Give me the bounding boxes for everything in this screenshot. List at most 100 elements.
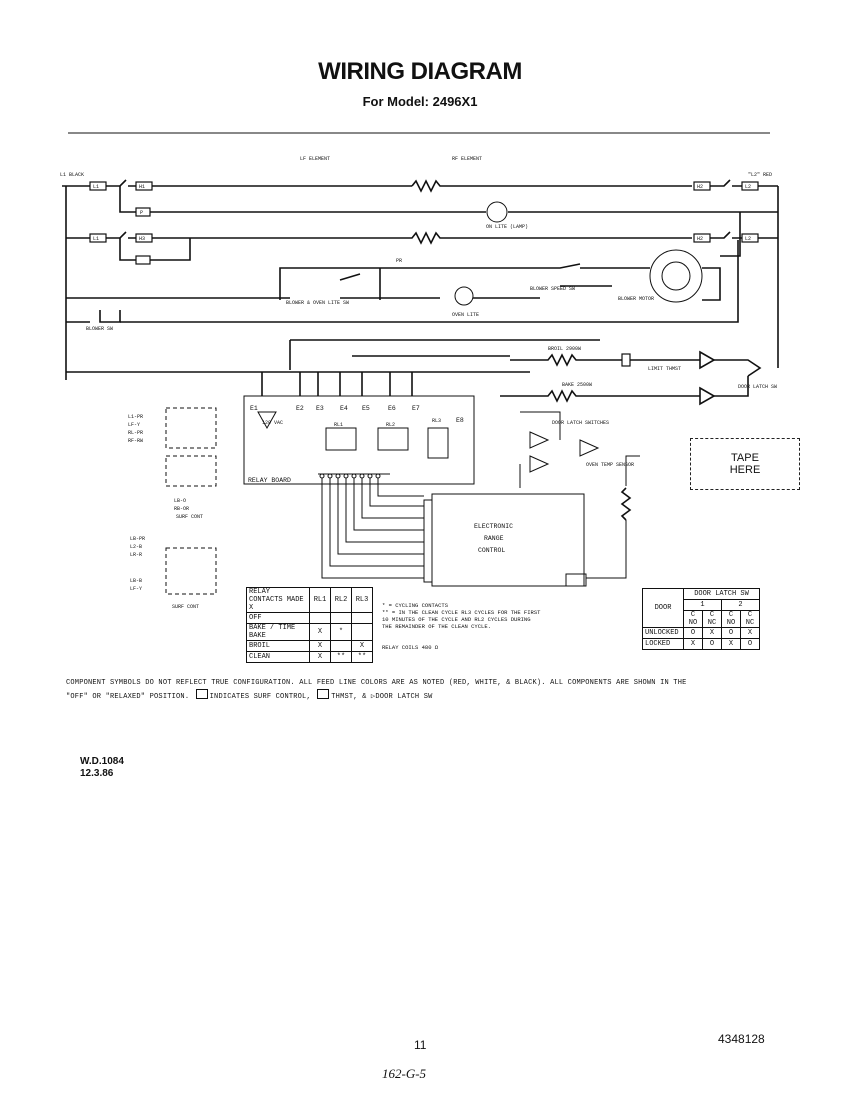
door-latch-label: DOOR LATCH SW: [738, 384, 777, 390]
table-row: UNLOCKED O X O X: [642, 627, 760, 639]
blower-sw-label: BLOWER SW: [86, 326, 113, 332]
table-row: OFF: [246, 612, 373, 624]
door-latch-triangle-1: [699, 350, 716, 370]
terminal-h2b: H2: [697, 236, 703, 242]
relay-table-col-rl1: RL1: [309, 587, 331, 613]
relay-table-col-rl2: RL2: [330, 587, 352, 613]
relay-terminal-e7: E7: [412, 405, 420, 412]
transformer-label: 120 VAC: [262, 420, 283, 426]
page-number: 11: [414, 1038, 427, 1052]
door-label: DOOR: [642, 588, 684, 628]
lf-element-label: LF ELEMENT: [300, 156, 330, 162]
surf-cont-label-1: SURF CONT: [176, 514, 203, 520]
l2-label: "L2" RED: [748, 172, 772, 178]
relay-terminal-e1: E1: [250, 405, 258, 412]
terminal-l1b: L1: [93, 236, 99, 242]
here-label: HERE: [729, 464, 761, 476]
wd-block: W.D.1084 12.3.86: [80, 756, 124, 780]
table-row: LOCKED X O X O: [642, 638, 760, 650]
table-row: BROIL X X: [246, 640, 373, 652]
blower-speed-sw-label: BLOWER SPEED SW: [530, 286, 575, 292]
terminal-h1: H1: [139, 184, 145, 190]
svg-text:LB-B: LB-B: [130, 578, 142, 584]
svg-text:RB-OR: RB-OR: [174, 506, 189, 512]
relay-rl3: RL3: [432, 418, 441, 424]
svg-text:PR: PR: [396, 258, 402, 264]
relay-table-header: RELAY CONTACTS MADE X: [246, 587, 310, 613]
table-row: BAKE / TIME BAKE X *: [246, 623, 373, 641]
svg-text:LB-O: LB-O: [174, 498, 186, 504]
oven-lite-label: OVEN LITE: [452, 312, 479, 318]
relay-rl1: RL1: [334, 422, 343, 428]
svg-text:LF-Y: LF-Y: [128, 422, 140, 428]
relay-terminal-e4: E4: [340, 405, 348, 412]
thermostat-symbol-icon: [317, 689, 330, 699]
notes-line-2a: "OFF" OR "RELAXED" POSITION.: [66, 693, 190, 701]
relay-terminal-e5: E5: [362, 405, 370, 412]
notes-line-2b: INDICATES SURF CONTROL,: [209, 693, 311, 701]
relay-note-coils: RELAY COILS 480 Ω: [382, 644, 439, 651]
blower-oven-lite-sw-label: BLOWER & OVEN LITE SW: [286, 300, 349, 306]
transformer-icon: [257, 411, 277, 430]
relay-note-clean: ** = IN THE CLEAN CYCLE RL3 CYCLES FOR T…: [382, 609, 541, 630]
notes-line-1: COMPONENT SYMBOLS DO NOT REFLECT TRUE CO…: [66, 679, 687, 687]
tape-label: TAPE: [731, 452, 759, 464]
relay-notes: * = CYCLING CONTACTS ** = IN THE CLEAN C…: [382, 602, 542, 651]
svg-text:RL-PR: RL-PR: [128, 430, 143, 436]
model-subtitle: For Model: 2496X1: [362, 94, 478, 109]
relay-table-col-rl3: RL3: [351, 587, 373, 613]
terminal-l1: L1: [93, 184, 99, 190]
terminal-l2: L2: [745, 184, 751, 190]
part-number: 4348128: [718, 1032, 765, 1046]
door-latch-table: DOOR DOOR LATCH SW 1 2 C NO C NC C NO C …: [642, 588, 760, 650]
notes-line-2d: DOOR LATCH SW: [375, 693, 433, 701]
component-notes: COMPONENT SYMBOLS DO NOT REFLECT TRUE CO…: [66, 677, 786, 703]
relay-terminal-e6: E6: [388, 405, 396, 412]
neon-lamp-label: ON LITE (LAMP): [486, 224, 528, 230]
relay-rl2: RL2: [386, 422, 395, 428]
relay-terminal-e2: E2: [296, 405, 304, 412]
blower-motor-icon: [649, 249, 703, 303]
neon-lamp-icon: [486, 201, 508, 223]
relay-board-label: RELAY BOARD: [248, 477, 291, 484]
limit-thermostat-label: LIMIT THMST: [648, 366, 681, 372]
l1-label: L1 BLACK: [60, 172, 84, 178]
door-latch-symbol-icon: ▷: [370, 693, 376, 701]
electronic-range-control-box: [431, 493, 585, 587]
svg-text:LR-R: LR-R: [130, 552, 142, 558]
svg-text:LB-PR: LB-PR: [130, 536, 145, 542]
svg-text:L1-PR: L1-PR: [128, 414, 143, 420]
terminal-h3: H3: [139, 236, 145, 242]
svg-text:RF-RW: RF-RW: [128, 438, 143, 444]
rf-element-label: RF ELEMENT: [452, 156, 482, 162]
relay-note-cycling: * = CYCLING CONTACTS: [382, 602, 449, 609]
surf-control-top: [165, 407, 217, 449]
erc-label-3: CONTROL: [478, 547, 505, 554]
door-latch-title: DOOR LATCH SW: [683, 588, 760, 600]
wd-date: 12.3.86: [80, 768, 114, 779]
relay-board-box: [243, 395, 475, 485]
handwritten-note: 162-G-5: [382, 1066, 427, 1081]
broil-element-label: BROIL 2900W: [548, 346, 581, 352]
svg-text:LF-Y: LF-Y: [130, 586, 142, 592]
svg-text:L2-B: L2-B: [130, 544, 142, 550]
surf-control-bottom: [165, 547, 217, 595]
wd-number: W.D.1084: [80, 756, 124, 767]
blower-motor-label: BLOWER MOTOR: [618, 296, 654, 302]
bake-element-label: BAKE 2500W: [562, 382, 592, 388]
erc-label-2: RANGE: [484, 535, 504, 542]
oven-lite-icon: [454, 286, 474, 306]
surf-cont-label-2: SURF CONT: [172, 604, 199, 610]
erc-label-1: ELECTRONIC: [474, 523, 513, 530]
notes-line-2c: THMST, &: [331, 693, 367, 701]
page-title: WIRING DIAGRAM: [318, 58, 522, 85]
tape-here-box: TAPE HERE: [690, 438, 800, 490]
door-latch-switches-label: DOOR LATCH SWITCHES: [552, 420, 609, 426]
terminal-h2: H2: [697, 184, 703, 190]
surf-control-symbol-icon: [195, 689, 208, 699]
door-latch-triangle-2: [699, 386, 716, 406]
relay-terminal-e3: E3: [316, 405, 324, 412]
relay-contacts-table: RELAY CONTACTS MADE X RL1 RL2 RL3 OFF BA…: [246, 587, 373, 663]
oven-temp-sensor-label: OVEN TEMP SENSOR: [586, 462, 634, 468]
